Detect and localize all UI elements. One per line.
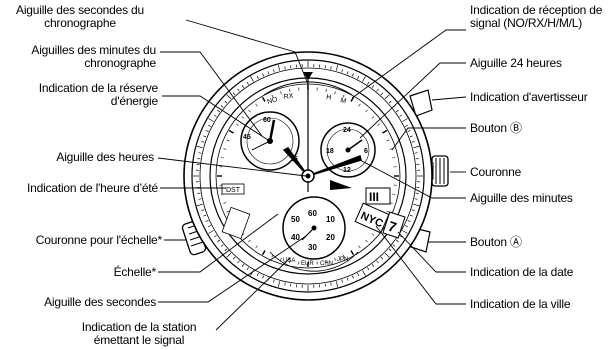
label-date: Indication de la date bbox=[470, 266, 573, 279]
label-power-reserve: Indication de la réserve d'énergie bbox=[2, 82, 158, 108]
svg-text:45: 45 bbox=[243, 134, 251, 141]
subdial-right-6: 6 bbox=[364, 148, 368, 155]
subdial-bottom-50: 50 bbox=[291, 215, 300, 224]
label-city: Indication de la ville bbox=[470, 298, 570, 311]
dst-mark: DST bbox=[226, 187, 241, 194]
chrono-minutes-subdial: 15 45 60 bbox=[241, 112, 299, 170]
reception-mark-rx: RX bbox=[283, 93, 294, 101]
label-button-b: Bouton Ⓑ bbox=[470, 122, 522, 135]
roman-mark: III bbox=[369, 190, 379, 204]
seconds-subdial: 60 10 20 30 40 50 bbox=[283, 197, 345, 259]
label-24h-hand: Aiguille 24 heures bbox=[470, 57, 562, 70]
label-dst: Indication de l'heure d’été bbox=[2, 182, 158, 195]
label-hour-hand: Aiguille des heures bbox=[2, 151, 154, 164]
label-minute-hand: Aiguille des minutes bbox=[470, 192, 573, 205]
reception-mark-h: H bbox=[326, 94, 332, 102]
station-eur: EUR bbox=[301, 261, 314, 267]
label-crown: Couronne bbox=[470, 166, 521, 179]
label-chrono-seconds: Aiguille des secondes du chronographe bbox=[2, 4, 158, 30]
label-station: Indication de la station émettant le sig… bbox=[64, 321, 214, 347]
station-jpn: JPN bbox=[337, 257, 348, 263]
subdial-right-24: 24 bbox=[343, 127, 351, 134]
station-chn: CHN bbox=[320, 261, 333, 267]
subdial-bottom-60: 60 bbox=[308, 209, 317, 218]
subdial-right-18: 18 bbox=[326, 148, 334, 155]
label-reception: Indication de réception de signal (NO/RX… bbox=[470, 4, 606, 30]
svg-text:60: 60 bbox=[263, 117, 271, 124]
label-seconds-hand: Aiguille des secondes bbox=[2, 296, 156, 309]
label-scale: Échelle* bbox=[2, 266, 156, 279]
subdial-bottom-20: 20 bbox=[326, 233, 335, 242]
label-chrono-minutes: Aiguilles des minutes du chronographe bbox=[2, 44, 156, 70]
label-button-a: Bouton Ⓐ bbox=[470, 236, 522, 249]
subdial-right-12: 12 bbox=[343, 167, 351, 174]
label-scale-crown: Couronne pour l'échelle* bbox=[2, 234, 162, 247]
subdial-bottom-30: 30 bbox=[308, 243, 317, 252]
subdial-bottom-10: 10 bbox=[326, 215, 335, 224]
label-alert: Indication d'avertisseur bbox=[470, 91, 588, 104]
